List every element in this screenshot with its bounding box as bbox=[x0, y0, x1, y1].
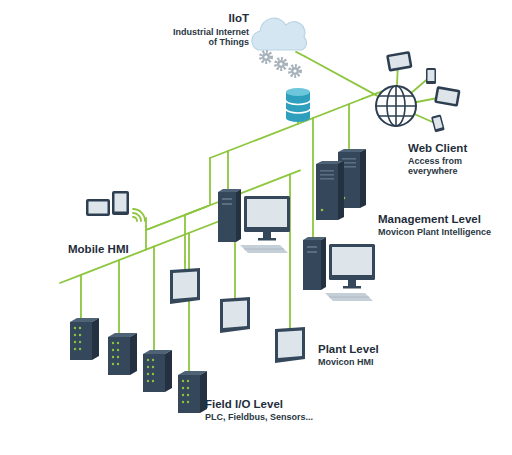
io-rack bbox=[143, 350, 172, 392]
level-subtitle: Movicon HMI bbox=[318, 357, 408, 367]
level-subtitle: Access from everywhere bbox=[408, 156, 478, 177]
rack-wire bbox=[153, 247, 155, 355]
mobile-tablet bbox=[112, 191, 129, 215]
rack-wire bbox=[118, 260, 120, 337]
rack-wire bbox=[188, 233, 190, 375]
network-link bbox=[362, 94, 376, 99]
panel-wire bbox=[184, 262, 186, 270]
database-top bbox=[286, 88, 310, 96]
gear-teeth bbox=[261, 52, 272, 63]
io-rack bbox=[178, 371, 207, 413]
gear-hole bbox=[279, 62, 282, 65]
level-heading: Management Level bbox=[378, 213, 508, 226]
hmi-panel bbox=[170, 268, 200, 304]
database-icon bbox=[286, 88, 310, 122]
phone-icon bbox=[431, 114, 445, 132]
bus-wire bbox=[209, 158, 211, 205]
level-subtitle: PLC, Fieldbus, Sensors... bbox=[205, 412, 335, 422]
mobile-tablet bbox=[86, 199, 110, 216]
network-tier: Web ClientAccess from everywhere bbox=[376, 50, 480, 172]
network-tier: Plant LevelMovicon HMI bbox=[165, 262, 310, 365]
network-link bbox=[305, 57, 376, 96]
gear-teeth bbox=[290, 66, 301, 77]
level-subtitle: Movicon Plant Intelligence bbox=[378, 227, 508, 237]
cloud-shape bbox=[252, 18, 307, 50]
database-rings bbox=[286, 101, 310, 114]
tablet-icon bbox=[434, 86, 461, 107]
gear-body bbox=[262, 53, 270, 61]
network-tier: Field I/O LevelPLC, Fieldbus, Sensors... bbox=[65, 318, 205, 412]
globe-axis bbox=[395, 86, 397, 126]
cloud-wire bbox=[296, 52, 305, 57]
network-tier: IIoTIndustrial Internet of Things bbox=[190, 10, 305, 85]
globe-parallels bbox=[379, 96, 413, 116]
server-tower bbox=[316, 161, 344, 220]
level-subtitle: Industrial Internet of Things bbox=[169, 27, 249, 48]
gear-icons bbox=[261, 52, 301, 77]
gear-teeth bbox=[276, 59, 287, 70]
bus-wire bbox=[146, 217, 230, 250]
network-link bbox=[81, 206, 208, 318]
level-heading: IIoT bbox=[190, 12, 249, 25]
network-tier: Management LevelMovicon Plant Intelligen… bbox=[208, 95, 362, 312]
tablet-frame bbox=[112, 191, 129, 215]
gear-hole bbox=[293, 69, 296, 72]
desktop-wire bbox=[227, 151, 229, 192]
gear-body bbox=[277, 60, 285, 68]
bus-wire bbox=[60, 275, 81, 283]
level-heading: Web Client bbox=[408, 142, 488, 155]
level-heading: Plant Level bbox=[318, 343, 408, 356]
io-rack bbox=[70, 318, 99, 360]
io-rack bbox=[108, 333, 137, 375]
network-tier: Mobile HMI bbox=[62, 185, 150, 226]
desktop-computer bbox=[303, 237, 375, 301]
level-heading: Mobile HMI bbox=[68, 243, 148, 256]
tablet-icon bbox=[386, 51, 413, 72]
globe-icon bbox=[376, 86, 416, 126]
gear-body bbox=[291, 67, 299, 75]
gear-hole bbox=[264, 55, 267, 58]
level-heading: Field I/O Level bbox=[205, 398, 325, 411]
server-wire bbox=[348, 105, 350, 153]
phone-icon bbox=[426, 68, 436, 84]
hmi-panel bbox=[275, 327, 305, 363]
hmi-panel bbox=[220, 297, 250, 333]
desktop-wire bbox=[312, 118, 314, 240]
desktop-computer bbox=[218, 189, 290, 253]
wifi-symbol bbox=[133, 209, 145, 221]
globe-outline bbox=[376, 86, 416, 126]
tablet-screen bbox=[115, 194, 127, 212]
